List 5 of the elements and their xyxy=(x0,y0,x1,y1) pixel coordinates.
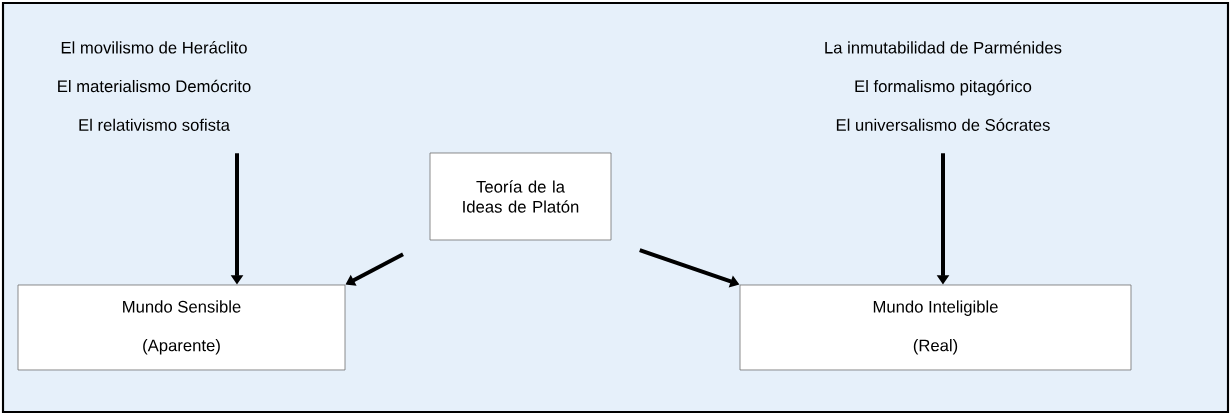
concept-box: Mundo Sensible (Aparente) xyxy=(17,284,346,371)
text-list: El movilismo de Heráclito El materialismo Demócrito El relativismo sofista xyxy=(58,41,251,131)
concept-box: Mundo Inteligible (Real) xyxy=(739,284,1132,371)
concept-box: Teoría de la Ideas de Platón xyxy=(429,152,612,241)
text-list: La inmutabilidad de Parménides El formalismo pitagórico El universalismo de Sócrates xyxy=(825,41,1062,131)
